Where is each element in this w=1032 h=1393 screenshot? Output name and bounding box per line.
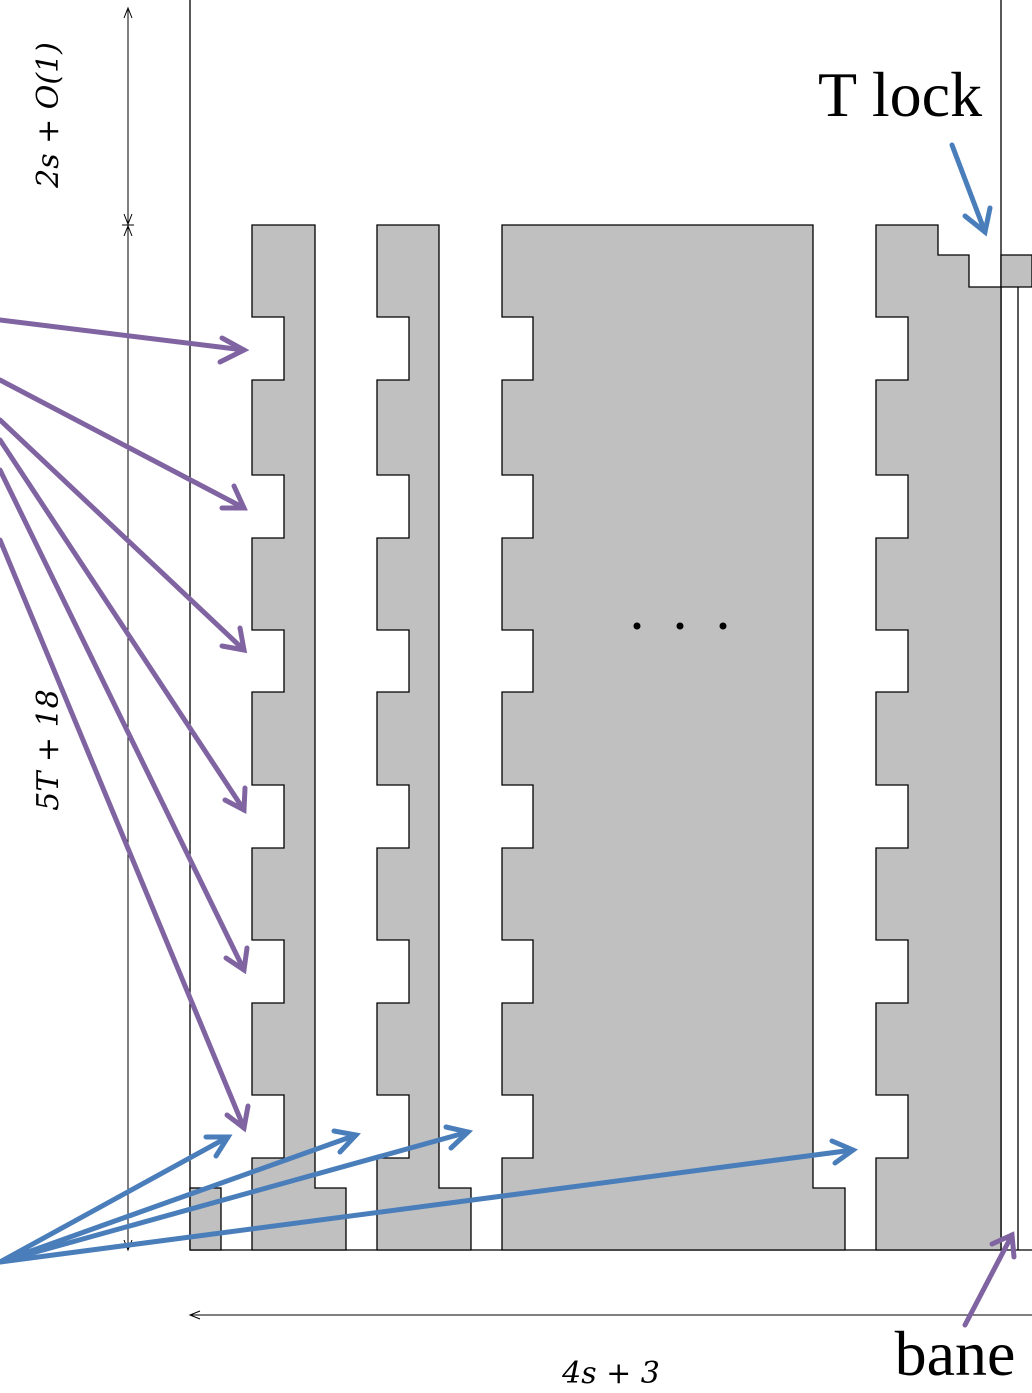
purple-arrowhead-6 xyxy=(224,1103,251,1133)
purple-arrow-4 xyxy=(0,437,247,813)
blue-arrow-3 xyxy=(0,1129,471,1265)
ellipsis-dot-3 xyxy=(719,622,727,630)
blue-arrowhead-2 xyxy=(331,1128,361,1155)
blue-arrowhead-3 xyxy=(443,1124,474,1151)
bane-arrowhead xyxy=(989,1231,1017,1260)
column-2 xyxy=(376,224,472,1251)
dim-arrowhead-mid-up xyxy=(123,224,133,237)
blue-arrow-1 xyxy=(0,1134,231,1265)
purple-arrowhead-1 xyxy=(217,335,250,365)
purple-arrow-6 xyxy=(0,537,247,1131)
purple-arrowhead-4 xyxy=(222,785,248,815)
purple-arrow-5 xyxy=(0,467,247,973)
blue-arrowhead-1 xyxy=(203,1134,233,1159)
t-lock-label: T lock xyxy=(818,59,982,130)
column-wide xyxy=(501,224,846,1251)
purple-arrowhead-3 xyxy=(219,625,248,654)
column-last xyxy=(875,224,1002,1251)
blue-arrowhead-4 xyxy=(829,1138,859,1166)
bottom-dimension-label: 4s + 3 xyxy=(561,1356,660,1391)
t-lock-arrowhead xyxy=(962,205,993,237)
purple-arrow-3 xyxy=(0,417,247,653)
bane-label: bane xyxy=(895,1318,1016,1389)
ellipsis-dot-2 xyxy=(676,622,684,630)
blue-arrow-2 xyxy=(0,1132,359,1265)
blue-arrow-4 xyxy=(0,1147,856,1265)
purple-arrow-group xyxy=(0,317,1017,1328)
left-dimension-label: 5T + 18 xyxy=(31,689,66,810)
left-corner-block xyxy=(189,1187,222,1251)
column-1 xyxy=(251,224,347,1251)
top-dimension-label: 2s + O(1) xyxy=(31,42,66,189)
dim-arrowhead-top xyxy=(123,6,133,19)
t-lock-piece xyxy=(1000,254,1032,288)
blue-arrow-group xyxy=(0,142,993,1265)
bane-arrow xyxy=(962,1232,1015,1328)
t-lock-arrow xyxy=(949,142,988,235)
purple-arrow-2 xyxy=(0,377,247,511)
ellipsis-dot-1 xyxy=(633,622,641,630)
purple-arrowhead-5 xyxy=(223,945,250,975)
purple-arrowhead-2 xyxy=(219,483,248,511)
dim-arrowhead-mid-down xyxy=(123,213,133,226)
purple-arrow-1 xyxy=(0,317,247,353)
dim-arrowhead-left xyxy=(188,1310,201,1320)
